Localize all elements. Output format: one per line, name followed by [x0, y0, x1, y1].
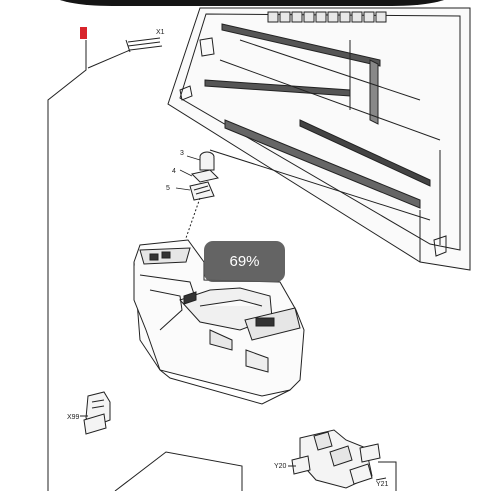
callout-part-5: 5 — [166, 185, 170, 192]
zoom-level-text: 69% — [229, 253, 260, 270]
wire-leader-left — [47, 40, 87, 491]
machine-housing — [133, 239, 305, 405]
wire-leader-x1 — [87, 49, 131, 69]
viewer-top-bar — [52, 0, 452, 6]
callout-x1: X1 — [156, 29, 165, 36]
callout-part-4: 4 — [172, 168, 176, 175]
x1-connector — [125, 37, 163, 53]
callout-y21: Y21 — [376, 481, 389, 488]
zoom-level-indicator: 69% — [204, 241, 285, 282]
button-assembly — [175, 151, 219, 239]
valve-x99 — [80, 391, 111, 435]
highlight-marker — [80, 27, 87, 39]
bottom-outline — [47, 451, 397, 491]
control-board — [167, 7, 471, 271]
callout-part-3: 3 — [180, 150, 184, 157]
callout-x99: X99 — [67, 414, 80, 421]
valve-manifold-y20-y21 — [288, 429, 387, 489]
callout-y20: Y20 — [274, 463, 287, 470]
